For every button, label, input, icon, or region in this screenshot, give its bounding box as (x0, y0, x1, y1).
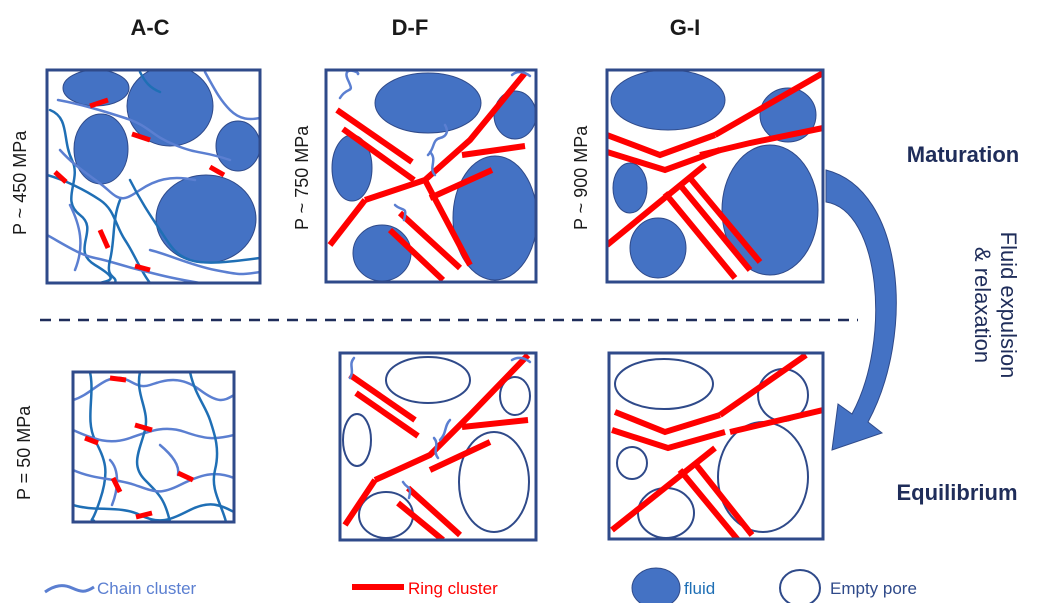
legend-empty-pore: Empty pore (830, 579, 917, 598)
process-label-line1: Fluid expulsion (996, 232, 1021, 379)
empty-pore (385, 356, 471, 404)
empty-pore (616, 446, 648, 480)
panel-d-f-low (338, 351, 538, 542)
process-label-line2: & relaxation (970, 247, 995, 363)
fluid-legend-icon (631, 567, 681, 603)
chain-clusters (338, 70, 532, 222)
panel-frame (45, 68, 262, 285)
legend-chain-cluster: Chain cluster (97, 579, 197, 598)
legend-fluid: fluid (684, 579, 715, 598)
fluid-blob (62, 70, 130, 107)
ring-cluster-legend-icon (352, 584, 404, 590)
chain-clusters (73, 372, 234, 522)
empty-pore (717, 421, 809, 533)
empty-pore (637, 487, 695, 539)
panel-g-i-low (607, 351, 825, 541)
stage-label-maturation: Maturation (907, 142, 1019, 167)
fluid-blob (612, 162, 648, 214)
pressure-label-50: P = 50 MPa (14, 405, 34, 500)
panel-d-f-high (324, 68, 538, 284)
empty-pore-legend-icon (779, 569, 821, 603)
process-arrow-icon (825, 169, 897, 451)
panel-frame (605, 68, 825, 284)
fluid-blob (629, 217, 687, 279)
ring-clusters (327, 71, 528, 282)
panel-frame (324, 68, 538, 284)
chain-clusters (47, 70, 260, 283)
fluid-blob (73, 113, 129, 185)
fluid-blob (215, 120, 260, 172)
fluid-blob (493, 90, 536, 140)
panel-g-i-high (605, 68, 825, 284)
legend-ring-cluster: Ring cluster (408, 579, 498, 598)
column-title-a-c: A-C (130, 15, 169, 40)
ring-clusters (610, 353, 823, 539)
fluid-blob (352, 224, 412, 282)
empty-pore (499, 376, 531, 416)
fluid-blob (452, 155, 536, 281)
column-title-g-i: G-I (670, 15, 701, 40)
empty-pore (342, 413, 372, 467)
legend: Chain cluster Ring cluster fluid Empty p… (44, 567, 917, 603)
panel-frame (71, 370, 236, 524)
column-title-d-f: D-F (392, 15, 429, 40)
ring-clusters (607, 70, 823, 280)
ring-clusters (342, 353, 531, 540)
empty-pore (358, 491, 414, 539)
fluid-blob (126, 70, 214, 147)
empty-pore (614, 358, 714, 410)
fluid-blob (374, 72, 482, 134)
fluid-blob (610, 70, 726, 131)
ring-links (53, 97, 226, 273)
pressure-label-450: P ~ 450 MPa (10, 130, 30, 235)
ring-links (84, 375, 195, 520)
chain-cluster-legend-icon (44, 584, 95, 594)
pressure-label-750: P ~ 750 MPa (292, 125, 312, 230)
panel-frame (338, 351, 538, 542)
fluid-blob (155, 174, 257, 264)
panel-a-c-low (71, 370, 236, 524)
panel-frame (607, 351, 825, 541)
process-label: Fluid expulsion & relaxation (970, 232, 1021, 379)
panel-a-c-high (45, 68, 262, 285)
pressure-label-900: P ~ 900 MPa (571, 125, 591, 230)
chain-clusters (348, 356, 532, 500)
empty-pore (458, 431, 530, 533)
stage-label-equilibrium: Equilibrium (897, 480, 1018, 505)
